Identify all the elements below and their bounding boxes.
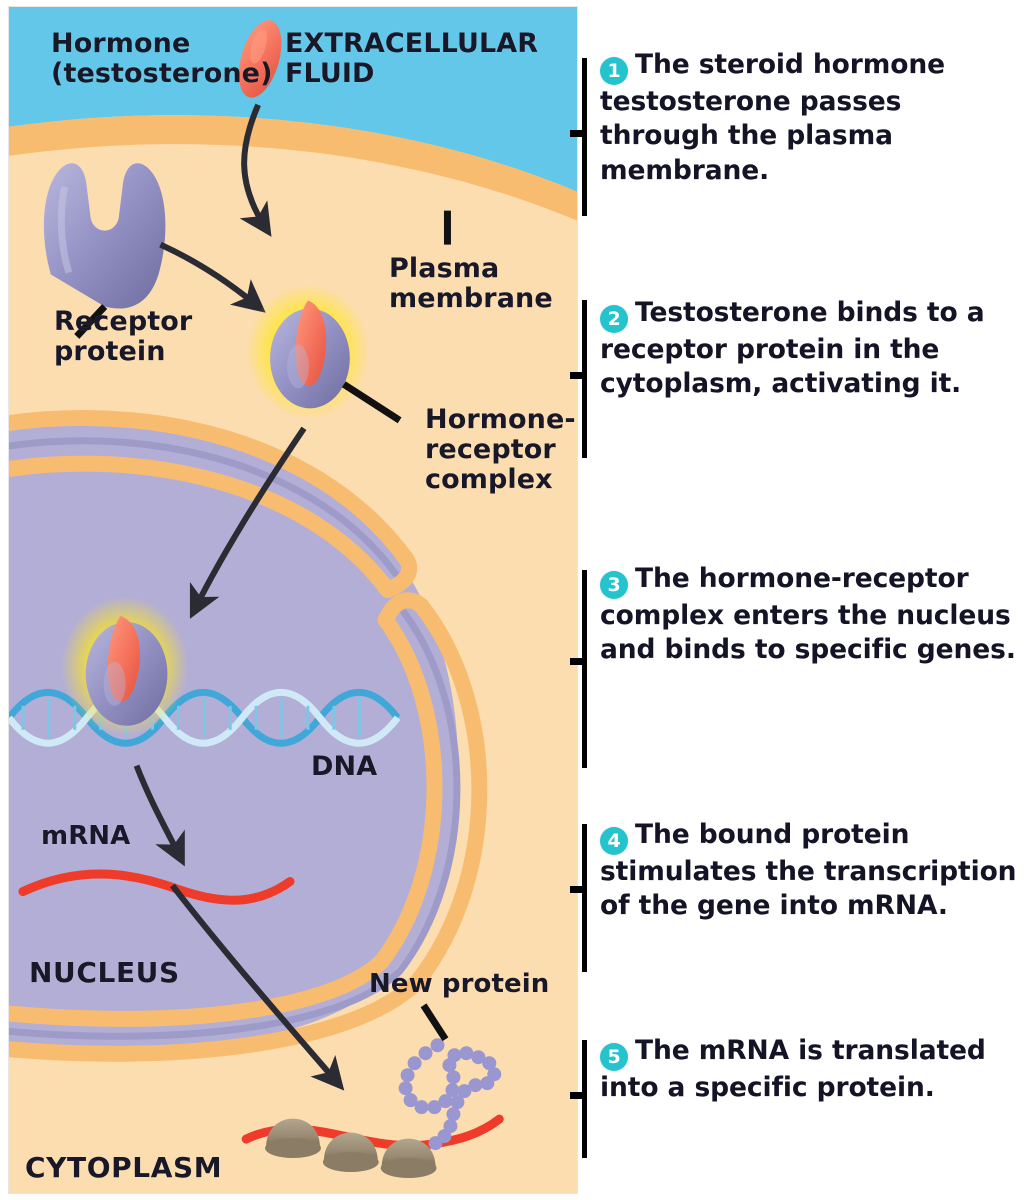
step-bracket	[582, 58, 587, 216]
nuclear-pore-fold-lower	[377, 592, 430, 628]
nuclear-envelope-inner-line-upper	[9, 437, 400, 578]
hormone-receptor-complex-leader	[341, 381, 402, 424]
hormone-receptor-complex-cytoplasm	[246, 283, 370, 420]
label-mrna: mRNA	[41, 821, 131, 851]
step-number-badge: 4	[600, 827, 628, 855]
step-number-badge: 3	[600, 571, 628, 599]
step-number-badge: 5	[600, 1043, 628, 1071]
nuclear-envelope-inner-right	[373, 611, 443, 970]
label-hormone: Hormone (testosterone)	[51, 28, 273, 90]
plasma-membrane-band	[9, 115, 577, 221]
label-receptor-protein: Receptor protein	[54, 306, 193, 368]
label-dna: DNA	[311, 751, 378, 782]
step-text: The hormone-receptor complex enters the …	[600, 563, 1016, 666]
nucleus-region	[9, 424, 458, 1054]
step-bracket	[582, 1040, 587, 1158]
receptor-protein-free	[43, 163, 166, 309]
step-text: The steroid hormone testosterone passes …	[600, 49, 946, 186]
step-leader-line	[570, 658, 586, 665]
nuclear-envelope-outer-bottom	[9, 973, 426, 1062]
step-leader-line	[570, 130, 586, 137]
new-protein-chain	[398, 1038, 502, 1151]
step-number-badge: 2	[600, 305, 628, 333]
new-protein-leader	[420, 1003, 449, 1042]
ribosome	[322, 1132, 379, 1173]
nuclear-pore-fold-upper	[379, 550, 418, 599]
nuclear-envelope-outer-upper	[9, 410, 414, 567]
extracellular-fluid-region	[9, 7, 577, 192]
ribosome	[380, 1138, 437, 1179]
nuclear-envelope-inner-line-bottom	[9, 967, 404, 1040]
label-hormone-receptor-complex: Hormone- receptor complex	[425, 404, 576, 496]
label-nucleus: NUCLEUS	[29, 956, 180, 989]
label-plasma-membrane: Plasma membrane	[389, 253, 553, 315]
step-text: The bound protein stimulates the transcr…	[600, 819, 1017, 922]
step-leader-line	[570, 886, 586, 893]
nuclear-envelope-inner-upper	[9, 455, 396, 599]
nuclear-envelope-inner-bottom	[9, 953, 390, 1027]
step-text: The mRNA is translated into a specific p…	[600, 1035, 986, 1103]
step-bracket	[582, 300, 587, 458]
arrow-hormone-into-cell	[239, 103, 272, 237]
step-bracket	[582, 824, 587, 972]
nuclear-envelope-outer-right	[409, 598, 488, 990]
step-text: Testosterone binds to a receptor protein…	[600, 297, 985, 400]
label-cytoplasm: CYTOPLASM	[25, 1151, 223, 1184]
arrow-receptor-to-hormone	[159, 241, 266, 313]
cell-diagram-svg	[9, 7, 577, 1193]
arrow-transcription	[133, 764, 185, 867]
arrow-complex-into-nucleus	[189, 426, 307, 619]
step-bracket	[582, 570, 587, 768]
step-leader-line	[570, 1092, 586, 1099]
hormone-receptor-complex-nucleus	[60, 596, 189, 736]
label-new-protein: New protein	[369, 969, 550, 999]
cell-illustration-panel: Hormone (testosterone) EXTRACELLULAR FLU…	[8, 6, 578, 1194]
nuclear-envelope-inner-line-right	[396, 608, 461, 975]
ribosome	[265, 1118, 321, 1159]
hormone-molecule-free	[238, 20, 282, 98]
step-number-badge: 1	[600, 57, 628, 85]
label-extracellular-fluid: EXTRACELLULAR FLUID	[285, 28, 539, 90]
arrow-mrna-to-cytoplasm	[170, 883, 345, 1091]
ribosome-group	[265, 1118, 437, 1179]
step-leader-line	[570, 372, 586, 379]
receptor-protein-leader	[74, 304, 108, 339]
